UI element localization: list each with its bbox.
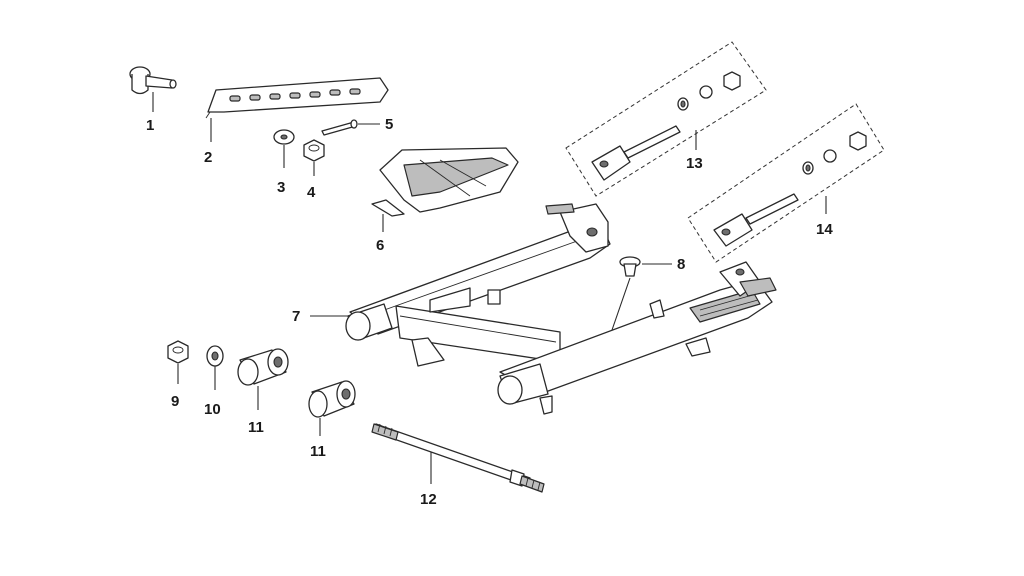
part-8-clip-icon [611,256,641,331]
callout-9: 9 [171,393,179,410]
part-4-nut-icon [303,139,325,162]
callout-4: 4 [307,184,316,201]
callout-11-a: 11 [248,419,264,436]
part-2-perforated-bracket-icon [205,77,389,119]
part-13-chain-adjuster-kit-icon [565,41,767,197]
part-7-swing-arm-icon [345,203,777,415]
part-14-chain-adjuster-kit-icon [687,103,885,263]
part-9-nut-icon [167,340,189,364]
callout-6: 6 [376,237,384,254]
callout-13: 13 [686,155,703,172]
callout-3: 3 [277,179,285,196]
callout-12: 12 [420,491,437,508]
part-5-pin-icon [321,119,358,136]
callout-1: 1 [146,117,154,134]
part-3-washer-icon [273,129,295,145]
callout-14: 14 [816,221,833,238]
callout-5: 5 [385,116,393,133]
callout-10: 10 [204,401,221,418]
part-12-pivot-shaft-icon [371,423,545,493]
part-11-bushing-icon [308,380,356,418]
callout-2: 2 [204,149,212,166]
part-10-washer-icon [206,345,224,367]
callout-7: 7 [292,308,300,325]
callout-8: 8 [677,256,685,273]
part-11-bushing-icon [237,348,289,386]
part-6-chain-guard-icon [371,147,519,217]
part-1-bolt-icon [129,66,177,95]
callout-11-b: 11 [310,443,326,460]
